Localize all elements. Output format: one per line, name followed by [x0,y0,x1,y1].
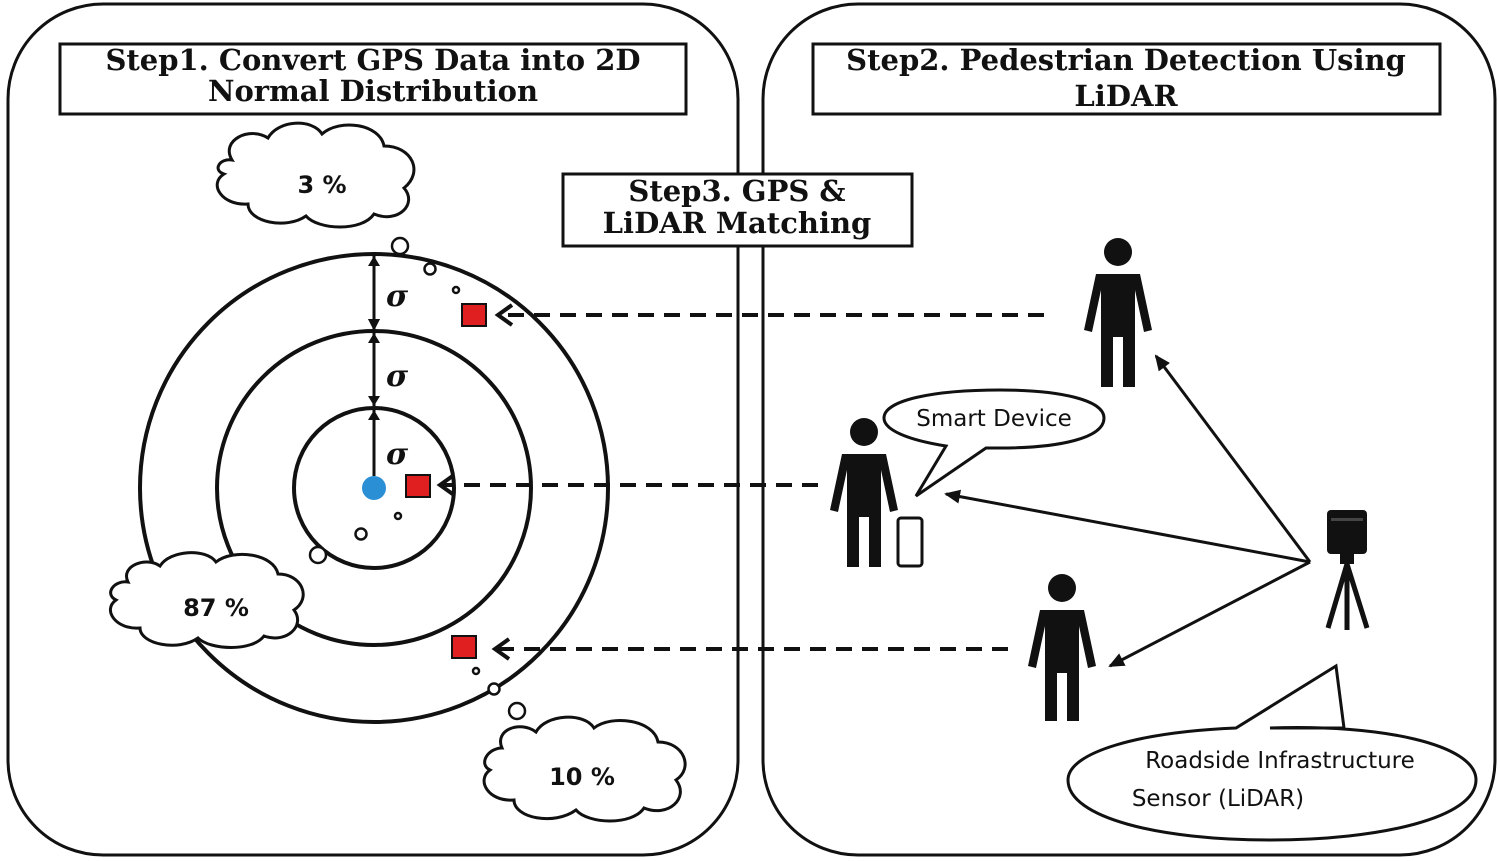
sigma-arrows: σ σ σ [368,256,409,476]
cloud-87-percent: 87 % [109,551,305,649]
cloud-10-percent: 10 % [482,715,687,823]
match-marker-outer [461,303,487,327]
probability-label-3: 3 % [297,171,346,199]
gps-center-point [362,476,386,500]
step1-title-box: Step1. Convert GPS Data into 2D Normal D… [58,42,688,116]
smart-device-label: Smart Device [916,406,1072,432]
pedestrian-with-device-icon [830,418,898,567]
step1-title-line2: Normal Distribution [208,74,538,108]
detection-arrow-top [1154,354,1312,563]
step1-title-line1: Step1. Convert GPS Data into 2D [105,43,640,77]
step1-panel [6,2,740,857]
sensor-callout: Roadside Infrastructure Sensor (LiDAR) [1066,663,1478,842]
thought-dot [507,701,527,721]
thought-dot [390,236,410,256]
step3-title-box: Step3. GPS & LiDAR Matching [561,172,914,248]
step2-title-line2: LiDAR [1074,79,1178,113]
smartphone-icon [896,516,924,568]
matching-arrows [436,303,1044,661]
thought-dot [393,511,403,521]
pedestrian-icon [1028,574,1096,721]
sigma-label-inner: σ [386,437,409,472]
detection-arrow-center [944,489,1311,564]
ring-2-sigma [215,329,533,647]
step3-title-line1: Step3. GPS & [628,174,845,208]
smart-device-callout: Smart Device [882,388,1106,498]
thought-dot [308,545,328,565]
normal-distribution-rings [138,252,610,724]
sigma-label-outer: σ [386,279,409,314]
sensor-label-line1: Roadside Infrastructure [1145,748,1415,774]
ring-3-sigma [138,252,610,724]
match-marker-middle [451,635,477,659]
detection-arrow-bottom [1108,560,1311,668]
sigma-label-middle: σ [386,359,409,394]
ring-1-sigma [292,406,456,570]
step3-title-line2: LiDAR Matching [603,206,872,240]
lidar-sensor-icon [1325,510,1370,630]
pedestrian-icon [1084,238,1152,387]
thought-dot [471,666,481,676]
step2-panel [761,2,1497,857]
thought-dot [487,682,501,696]
detection-arrows [944,354,1312,668]
probability-label-10: 10 % [549,763,615,791]
cloud-3-percent: 3 % [215,121,416,229]
sensor-label-line2: Sensor (LiDAR) [1132,786,1304,812]
step2-title-line1: Step2. Pedestrian Detection Using [846,43,1406,77]
thought-dot [354,527,368,541]
thought-dot [451,285,461,295]
match-marker-inner [405,474,431,498]
probability-label-87: 87 % [183,594,249,622]
step2-title-box: Step2. Pedestrian Detection Using LiDAR [811,42,1442,116]
thought-dot [423,262,437,276]
